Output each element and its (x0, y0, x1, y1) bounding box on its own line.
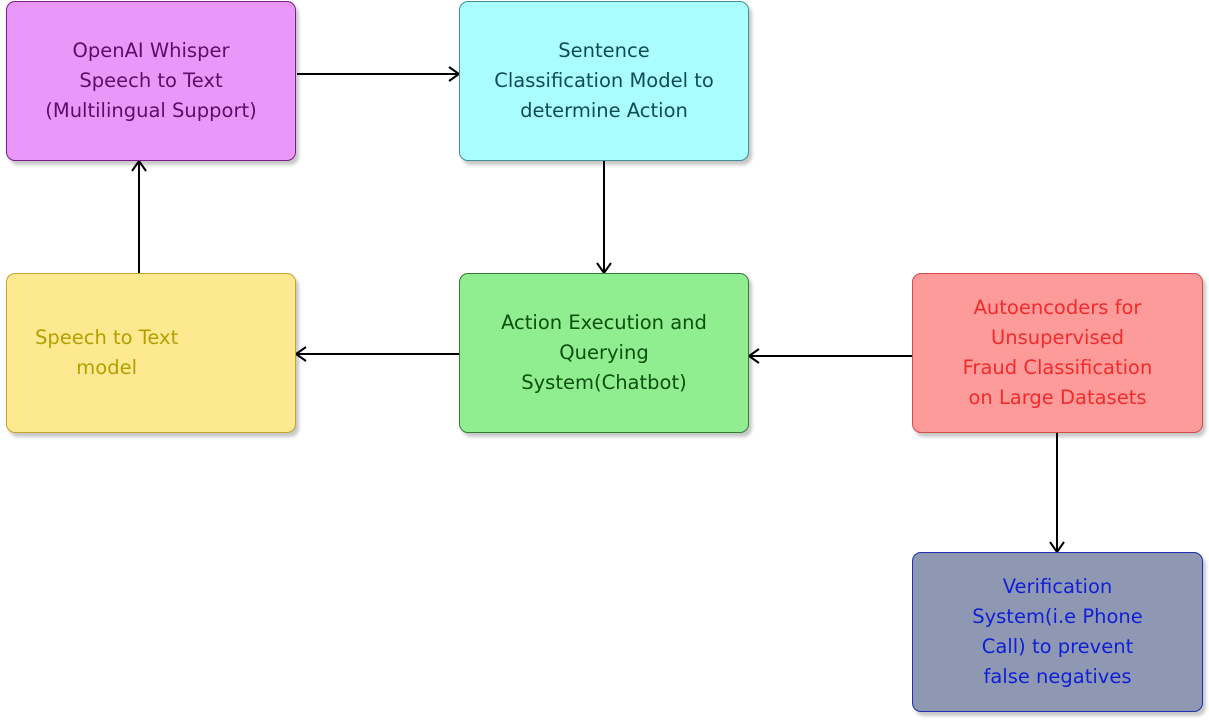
node-autoencoders: Autoencoders for Unsupervised Fraud Clas… (912, 273, 1203, 433)
node-label: Sentence Classification Model to determi… (494, 39, 714, 122)
edge-whisper-to-classify (297, 66, 461, 82)
edge-action-to-stt (294, 346, 459, 362)
node-label: Action Execution and Querying System(Cha… (501, 311, 707, 394)
node-speech-to-text-model: Speech to Text model (6, 273, 296, 433)
edge-classify-to-action (596, 161, 612, 275)
node-label: Verification System(i.e Phone Call) to p… (972, 575, 1143, 688)
node-label: Autoencoders for Unsupervised Fraud Clas… (962, 296, 1153, 409)
edge-stt-to-whisper (131, 159, 147, 273)
node-sentence-classification: Sentence Classification Model to determi… (459, 1, 749, 161)
node-openai-whisper: OpenAI Whisper Speech to Text (Multiling… (6, 1, 296, 161)
node-verification-system: Verification System(i.e Phone Call) to p… (912, 552, 1203, 712)
edge-auto-to-verify (1049, 433, 1065, 554)
node-label: OpenAI Whisper Speech to Text (Multiling… (45, 39, 257, 122)
node-action-execution: Action Execution and Querying System(Cha… (459, 273, 749, 433)
edge-auto-to-action (747, 348, 912, 364)
node-label: Speech to Text model (35, 326, 179, 379)
